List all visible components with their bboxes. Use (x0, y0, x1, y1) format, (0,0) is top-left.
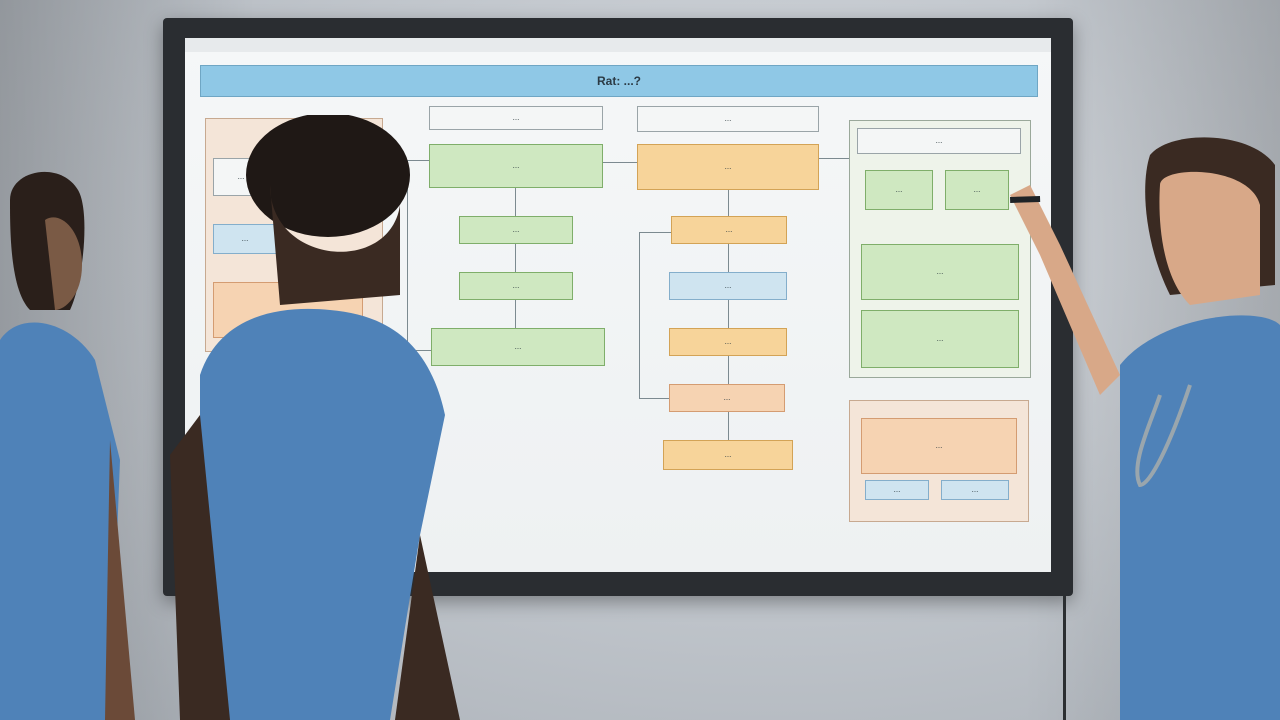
middle-column-node: ... (669, 328, 787, 356)
connector (407, 350, 431, 351)
middle-column-node: ... (637, 144, 819, 190)
left-stack-node: ... (213, 224, 277, 254)
connector (639, 232, 671, 233)
right-panel-large-node: ... (861, 244, 1019, 300)
connector (391, 160, 429, 161)
connector (728, 356, 729, 384)
right-panel-large-node: ... (861, 310, 1019, 368)
middle-column-node: ... (669, 272, 787, 300)
monitor-cable (1063, 596, 1066, 720)
right-panel-small-node: ... (945, 170, 1009, 210)
connector (728, 412, 729, 440)
connector (728, 244, 729, 272)
person-left-nurse (0, 171, 135, 720)
middle-column-node: ... (671, 216, 787, 244)
connector (728, 190, 729, 216)
left-column-node: ... (459, 272, 573, 300)
diagram-title-banner: Rat: ...? (200, 65, 1038, 97)
middle-column-header: ... (637, 106, 819, 132)
connector (639, 398, 669, 399)
left-column-header: ... (429, 106, 603, 130)
connector (639, 232, 640, 398)
bottom-panel-node: ... (861, 418, 1017, 474)
left-column-node: ... (431, 328, 605, 366)
connector (819, 158, 849, 159)
middle-column-node: ... (669, 384, 785, 412)
connector (515, 188, 516, 216)
connector (515, 300, 516, 328)
right-panel-title: ... (857, 128, 1021, 154)
middle-column-node: ... (663, 440, 793, 470)
right-panel-small-node: ... (865, 170, 933, 210)
connector (515, 244, 516, 272)
left-column-node: ... (429, 144, 603, 188)
person-center-nurse (170, 115, 460, 720)
screen-top-bar (185, 38, 1051, 52)
left-column-node: ... (459, 216, 573, 244)
connector (407, 160, 408, 350)
connector (728, 300, 729, 328)
person-right-nurse-writing (1009, 137, 1280, 720)
bottom-panel-button: ... (941, 480, 1009, 500)
connector (603, 162, 637, 163)
bottom-panel-button: ... (865, 480, 929, 500)
